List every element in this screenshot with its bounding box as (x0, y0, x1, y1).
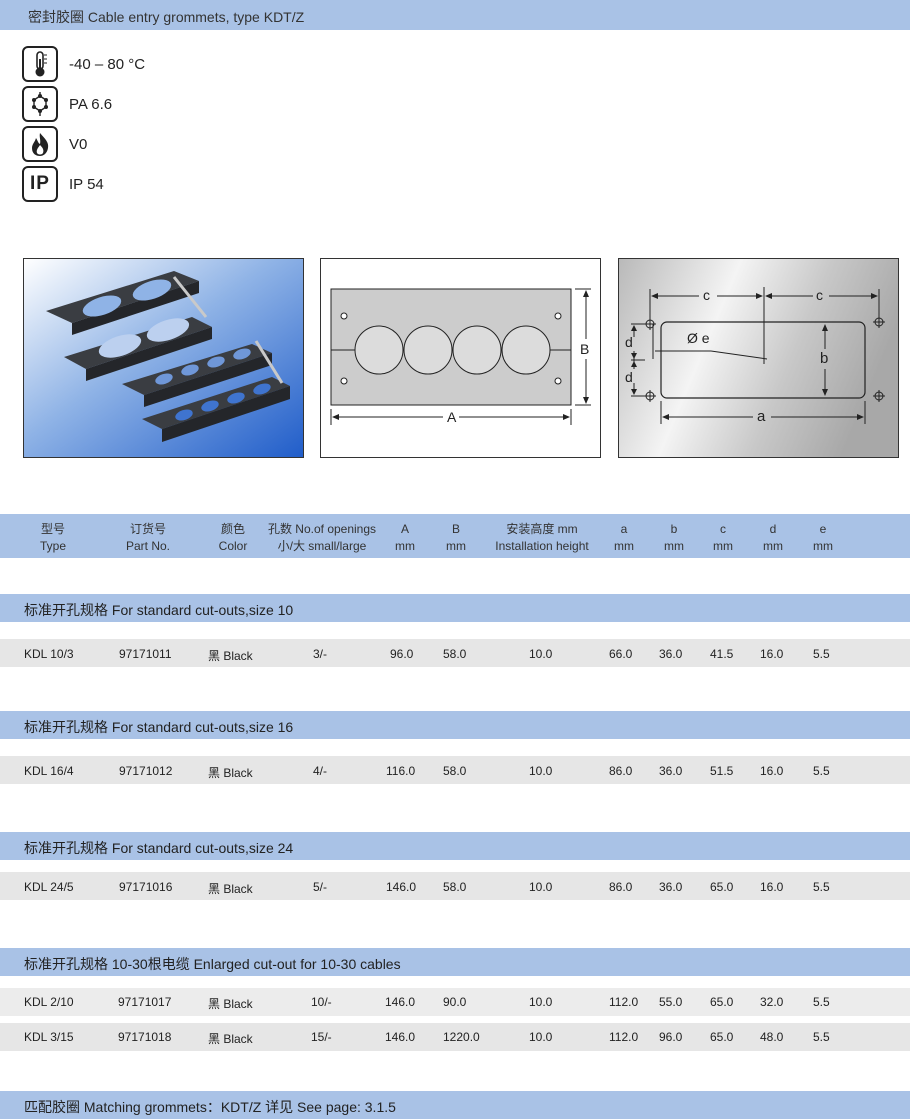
header-bar: 密封胶圈 Cable entry grommets, type KDT/Z (0, 0, 910, 30)
page-title: 密封胶圈 Cable entry grommets, type KDT/Z (28, 9, 305, 25)
front-view-diagram: B A (320, 258, 601, 458)
spec-protection: IP IP 54 (22, 166, 104, 202)
dimension-e-label: Ø e (687, 330, 710, 346)
dimension-b-label: b (820, 350, 829, 367)
section-title: 标准开孔规格 For standard cut-outs,size 16 (24, 719, 294, 735)
dimension-d-label-bottom: d (625, 369, 633, 385)
section-title: 标准开孔规格 10-30根电缆 Enlarged cut-out for 10-… (24, 956, 401, 972)
table-row: KDL 2/10 97171017 黑 Black 10/- 146.0 90.… (0, 988, 910, 1016)
dimension-B-label: B (580, 341, 590, 357)
ip-icon-label: IP (30, 173, 50, 194)
section-title: 标准开孔规格 For standard cut-outs,size 24 (24, 840, 294, 856)
table-row: KDL 16/4 97171012 黑 Black 4/- 116.0 58.0… (0, 756, 910, 784)
spec-material-text: PA 6.6 (69, 95, 113, 113)
table-header-bar (0, 514, 910, 558)
spec-temperature-text: -40 – 80 °C (69, 55, 146, 73)
spec-protection-text: IP 54 (69, 175, 104, 193)
molecule-icon (22, 86, 58, 122)
section-title-bar: 标准开孔规格 For standard cut-outs,size 16 (0, 711, 910, 739)
section-title: 标准开孔规格 For standard cut-outs,size 10 (24, 602, 294, 618)
table-row: KDL 10/3 97171011 黑 Black 3/- 96.0 58.0 … (0, 639, 910, 667)
cutout-diagram: c c Ø e b d d a (618, 258, 899, 458)
table-row: KDL 3/15 97171018 黑 Black 15/- 146.0 122… (0, 1023, 910, 1051)
dimension-A-label: A (447, 409, 457, 425)
flame-icon (22, 126, 58, 162)
spec-flammability: V0 (22, 126, 87, 162)
section-title-bar: 标准开孔规格 For standard cut-outs,size 24 (0, 832, 910, 860)
dimension-c-label-right: c (816, 287, 823, 303)
table-row: KDL 24/5 97171016 黑 Black 5/- 146.0 58.0… (0, 872, 910, 900)
thermometer-icon (22, 46, 58, 82)
dimension-c-label-left: c (703, 287, 710, 303)
spec-material: PA 6.6 (22, 86, 112, 122)
section-title-bar: 标准开孔规格 10-30根电缆 Enlarged cut-out for 10-… (0, 948, 910, 976)
spec-temperature: -40 – 80 °C (22, 46, 145, 82)
ip-icon: IP (22, 166, 58, 202)
section-title-bar: 标准开孔规格 For standard cut-outs,size 10 (0, 594, 910, 622)
spec-flammability-text: V0 (69, 135, 88, 153)
matching-grommets-note: 匹配胶圈 Matching grommets：KDT/Z 详见 See page… (24, 1099, 396, 1115)
dimension-d-label-top: d (625, 334, 633, 350)
dimension-a-label: a (757, 408, 766, 425)
product-photo (23, 258, 304, 458)
footer-bar: 匹配胶圈 Matching grommets：KDT/Z 详见 See page… (0, 1091, 910, 1119)
